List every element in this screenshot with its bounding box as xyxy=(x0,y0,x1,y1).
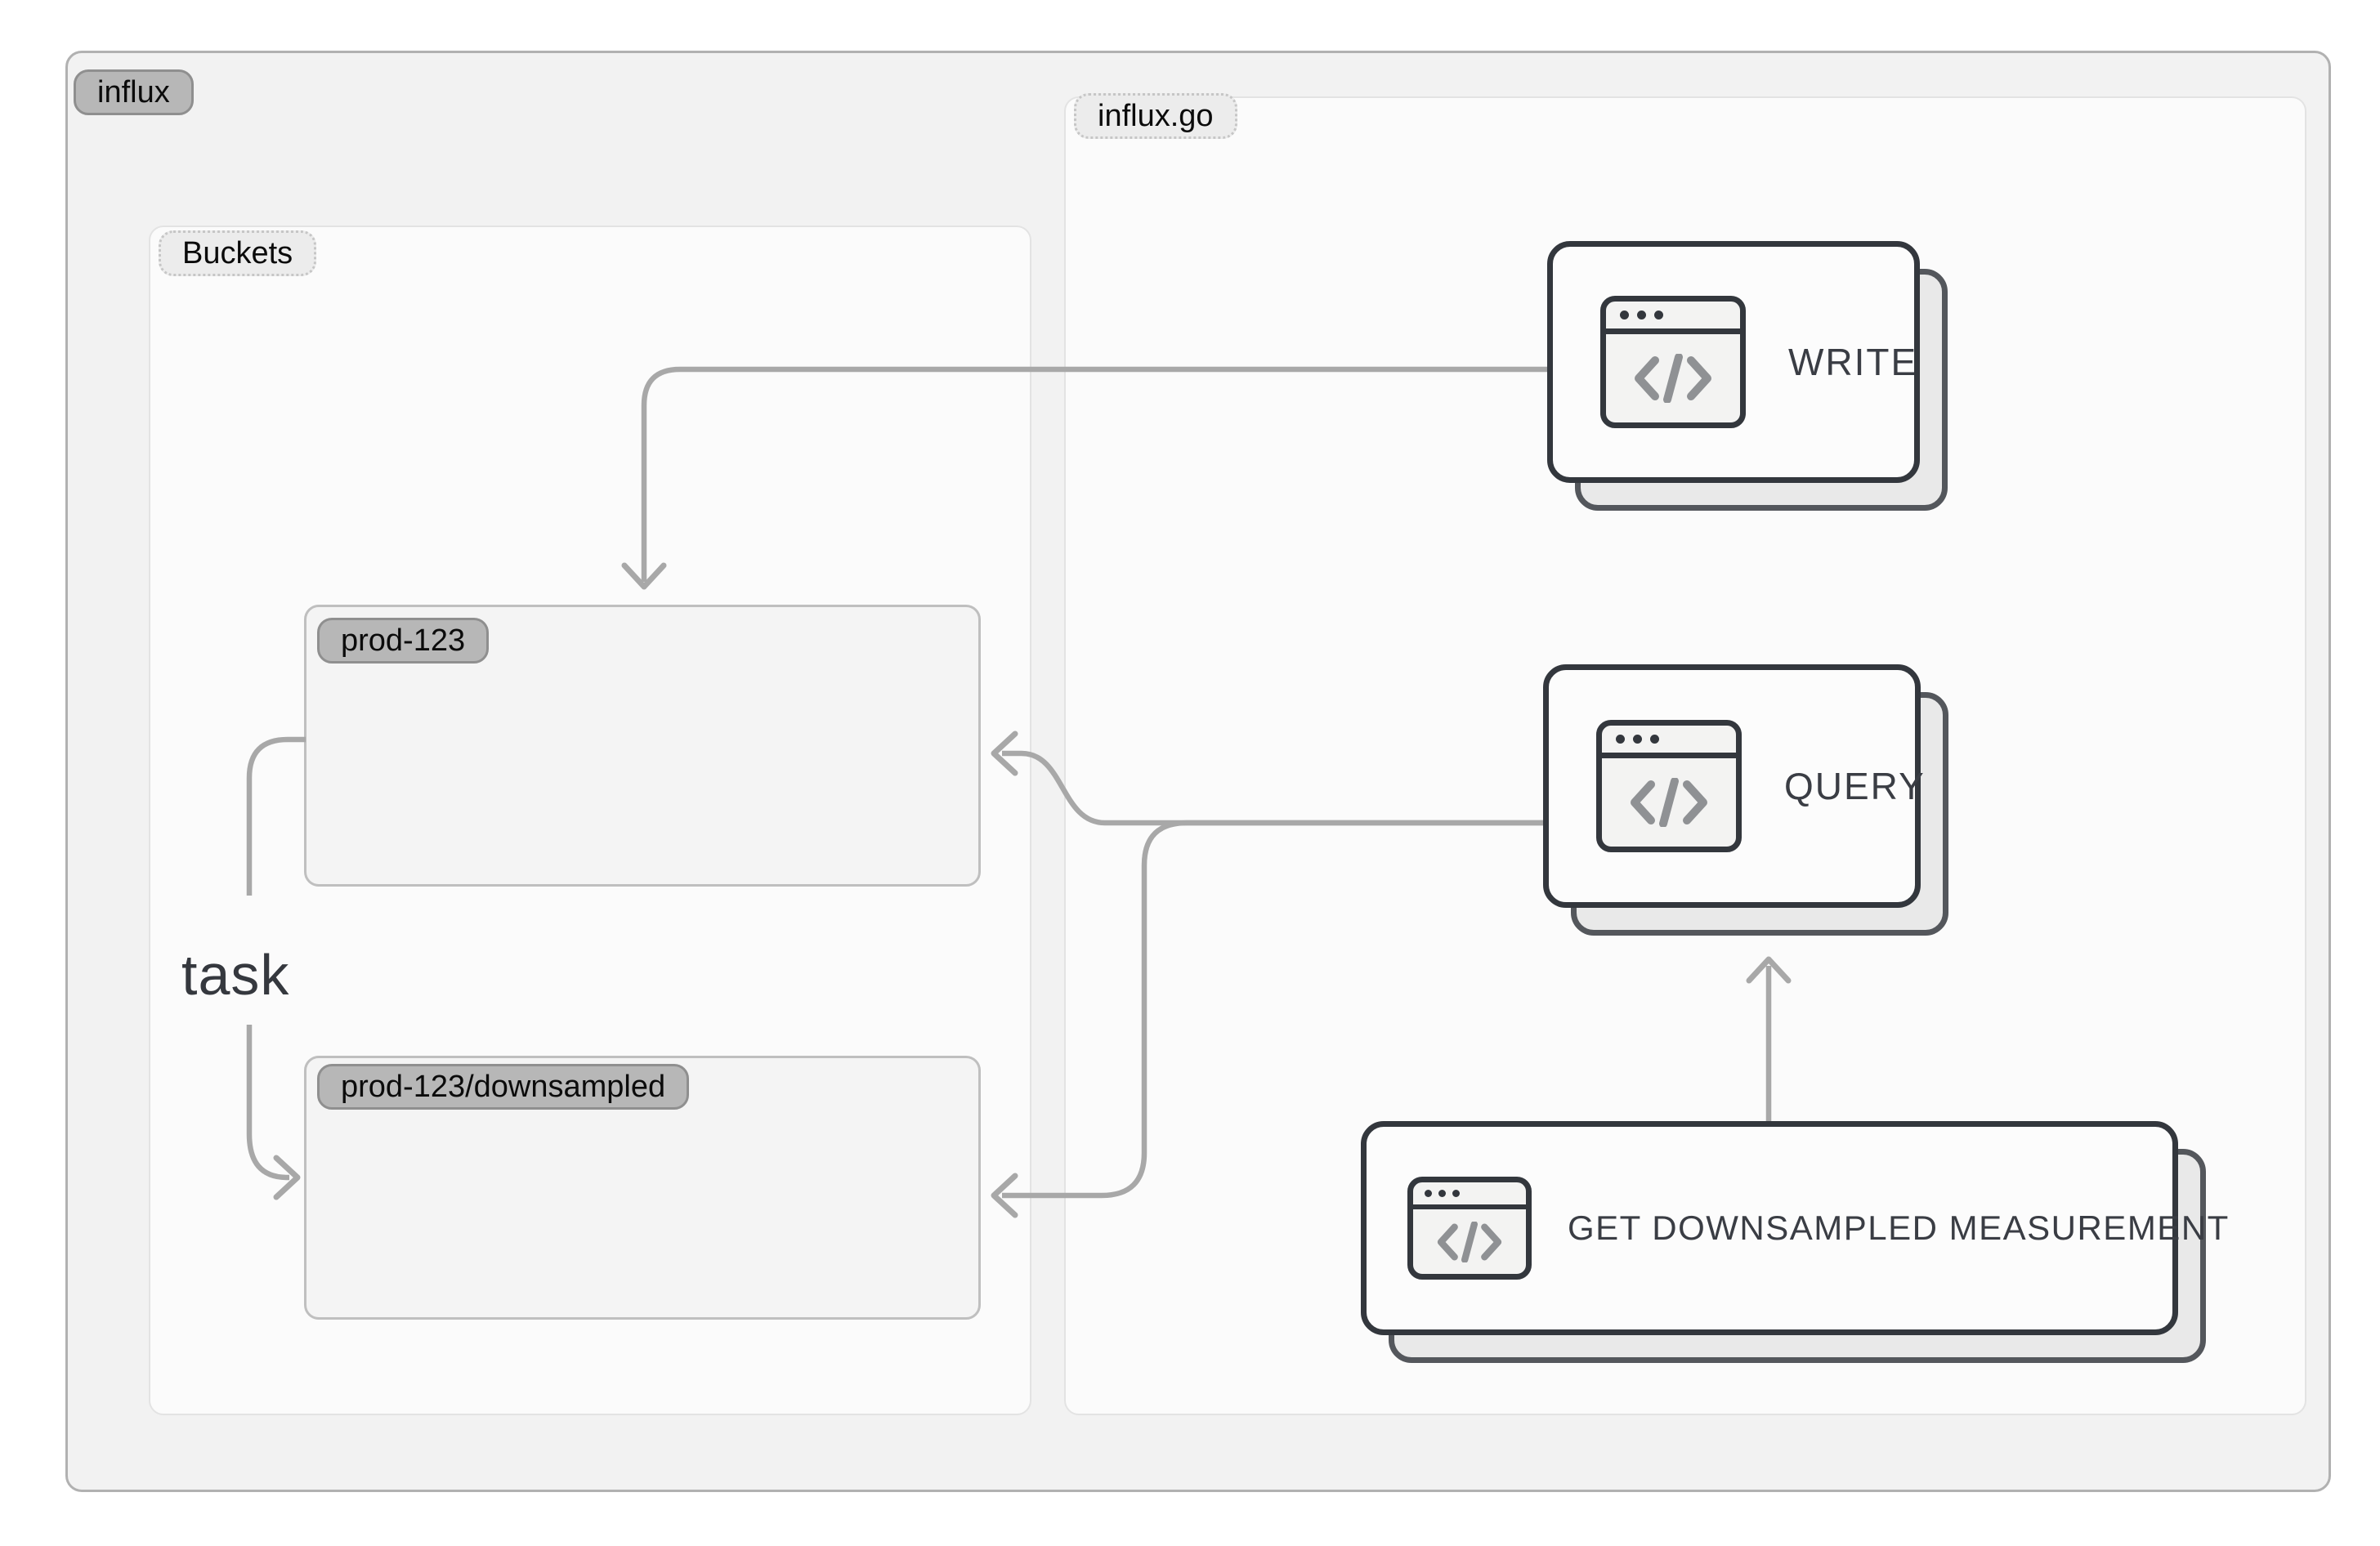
node-write: WRITE xyxy=(1547,241,1920,483)
task-edge-label: task xyxy=(181,943,290,1007)
buckets-container-label: Buckets xyxy=(159,230,317,276)
window-body xyxy=(1602,758,1736,847)
code-glyph-icon xyxy=(1635,354,1711,403)
window-body xyxy=(1606,334,1740,422)
window-dot xyxy=(1633,735,1642,744)
window-dot xyxy=(1425,1190,1432,1197)
code-window-icon xyxy=(1600,296,1746,428)
influx-container-label: influx xyxy=(74,69,194,115)
code-glyph-icon xyxy=(1437,1221,1502,1262)
node-get-downsampled-label: GET DOWNSAMPLED MEASUREMENT xyxy=(1568,1209,2230,1247)
window-titlebar xyxy=(1413,1182,1526,1209)
window-titlebar xyxy=(1606,302,1740,334)
window-dot xyxy=(1438,1190,1446,1197)
bucket-prod-123-downsampled-label: prod-123/downsampled xyxy=(317,1064,690,1110)
node-query: QUERY xyxy=(1543,664,1924,908)
window-dot xyxy=(1452,1190,1460,1197)
window-dot xyxy=(1637,311,1646,319)
code-window-icon xyxy=(1596,720,1742,852)
window-body xyxy=(1413,1209,1526,1274)
bucket-prod-123-label: prod-123 xyxy=(317,618,490,664)
code-glyph-icon xyxy=(1631,778,1707,827)
influxgo-container-label: influx.go xyxy=(1074,93,1237,139)
window-dot xyxy=(1616,735,1625,744)
window-dot xyxy=(1650,735,1659,744)
node-query-label: QUERY xyxy=(1784,765,1926,807)
window-titlebar xyxy=(1602,726,1736,758)
node-write-label: WRITE xyxy=(1788,341,1918,383)
code-window-icon xyxy=(1407,1177,1532,1280)
node-get-downsampled-measurement: GET DOWNSAMPLED MEASUREMENT xyxy=(1361,1121,2228,1335)
window-dot xyxy=(1620,311,1629,319)
window-dot xyxy=(1654,311,1663,319)
